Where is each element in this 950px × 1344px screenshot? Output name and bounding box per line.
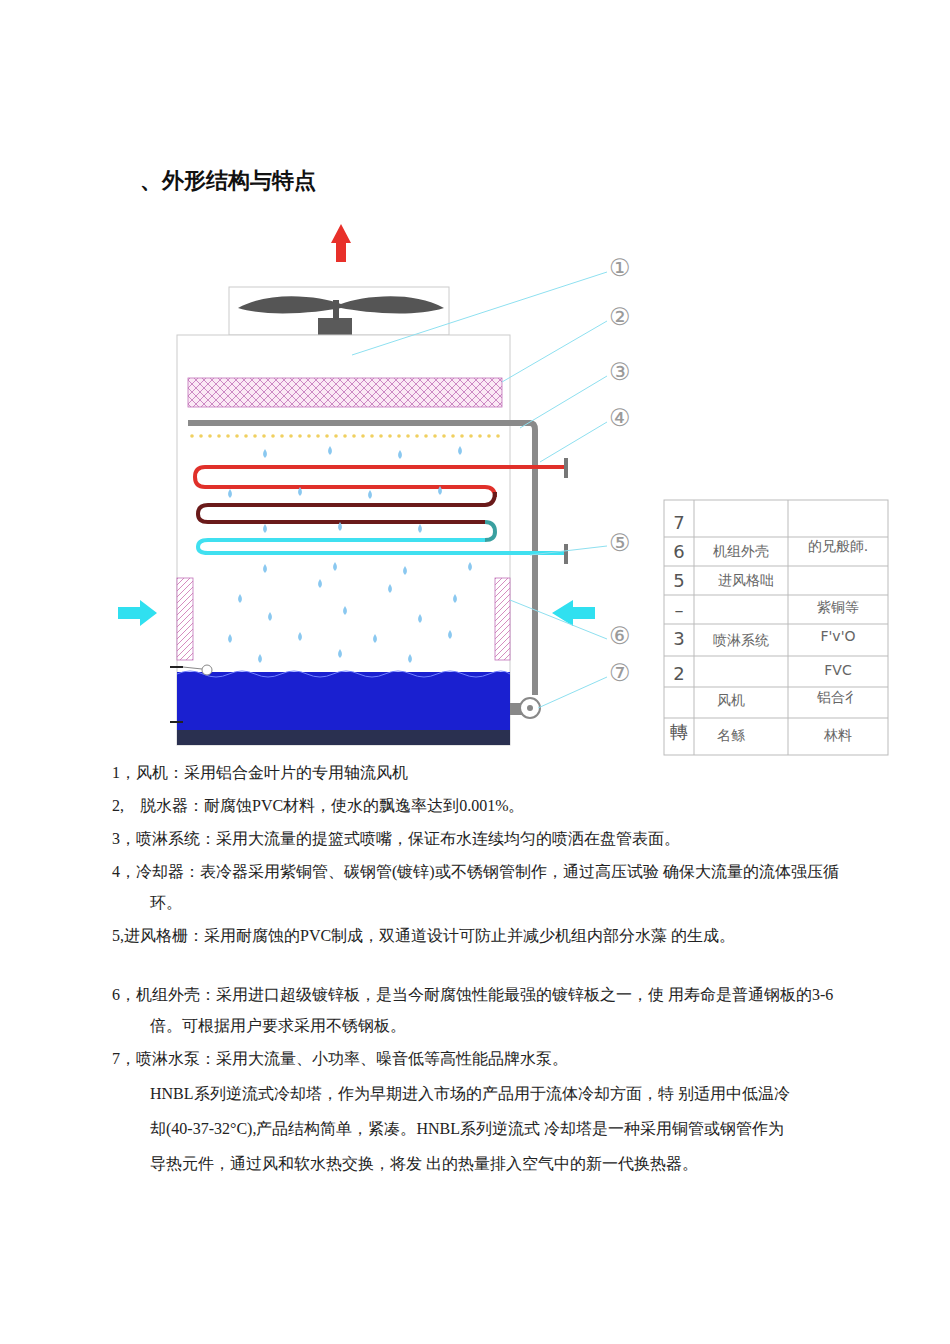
table-cell: FVC: [788, 663, 888, 678]
feature-text: 6，机组外壳：采用进口超级镀锌板，是当今耐腐蚀性能最强的镀锌板之一，使 用寿命是…: [112, 979, 840, 1041]
callout-number: ⑥: [609, 624, 639, 648]
table-cell: 林料: [788, 728, 888, 743]
table-cell: 6: [664, 542, 694, 562]
table-cell: 喷淋系统: [694, 633, 788, 648]
feature-text: 5,进风格栅：采用耐腐蚀的PVC制成，双通道设计可防止并减少机组内部分水藻 的生…: [112, 920, 802, 951]
callout-number: ⑤: [609, 531, 639, 555]
table-cell: F'v'O: [788, 629, 888, 644]
table-cell: 7: [664, 513, 694, 533]
table-cell: 铝合彳: [788, 690, 888, 705]
table-cell: 3: [664, 629, 694, 649]
table-cell: 风机: [694, 693, 768, 708]
feature-text: 4，冷却器：表冷器采用紫铜管、碳钢管(镀锌)或不锈钢管制作，通过高压试验 确保大…: [112, 856, 840, 918]
description-text: HNBL系列逆流式冷却塔，作为早期进入市场的产品用于流体冷却方面，特 别适用中低…: [150, 1076, 790, 1181]
feature-text: 3，喷淋系统：采用大流量的提篮式喷嘴，保证布水连续均匀的喷洒在盘管表面。: [112, 823, 812, 854]
table-cell: 机组外壳: [694, 544, 788, 559]
table-cell: 进风格咄: [694, 573, 798, 588]
table-cell: 的兄般師.: [788, 539, 888, 554]
callout-number: ④: [609, 406, 639, 430]
table-cell: 轉: [664, 722, 694, 742]
callout-number: ⑦: [609, 661, 639, 685]
table-cell: –: [664, 600, 694, 620]
feature-text: 7，喷淋水泵：采用大流量、小功率、噪音低等高性能品牌水泵。: [112, 1043, 802, 1074]
feature-text: 1，风机：采用铝合金叶片的专用轴流风机: [112, 757, 802, 788]
callout-number: ③: [609, 360, 639, 384]
callout-number: ①: [609, 256, 639, 280]
table-cell: 名鲧: [694, 728, 768, 743]
section-heading: 、外形结构与特点: [140, 166, 540, 196]
table-cell: 2: [664, 664, 694, 684]
table-cell: 紫铜等: [788, 600, 888, 615]
table-cell: 5: [664, 571, 694, 591]
callout-number: ②: [609, 305, 639, 329]
feature-text: 2, 脱水器：耐腐蚀PVC材料，使水的飘逸率达到0.001%。: [112, 790, 802, 821]
